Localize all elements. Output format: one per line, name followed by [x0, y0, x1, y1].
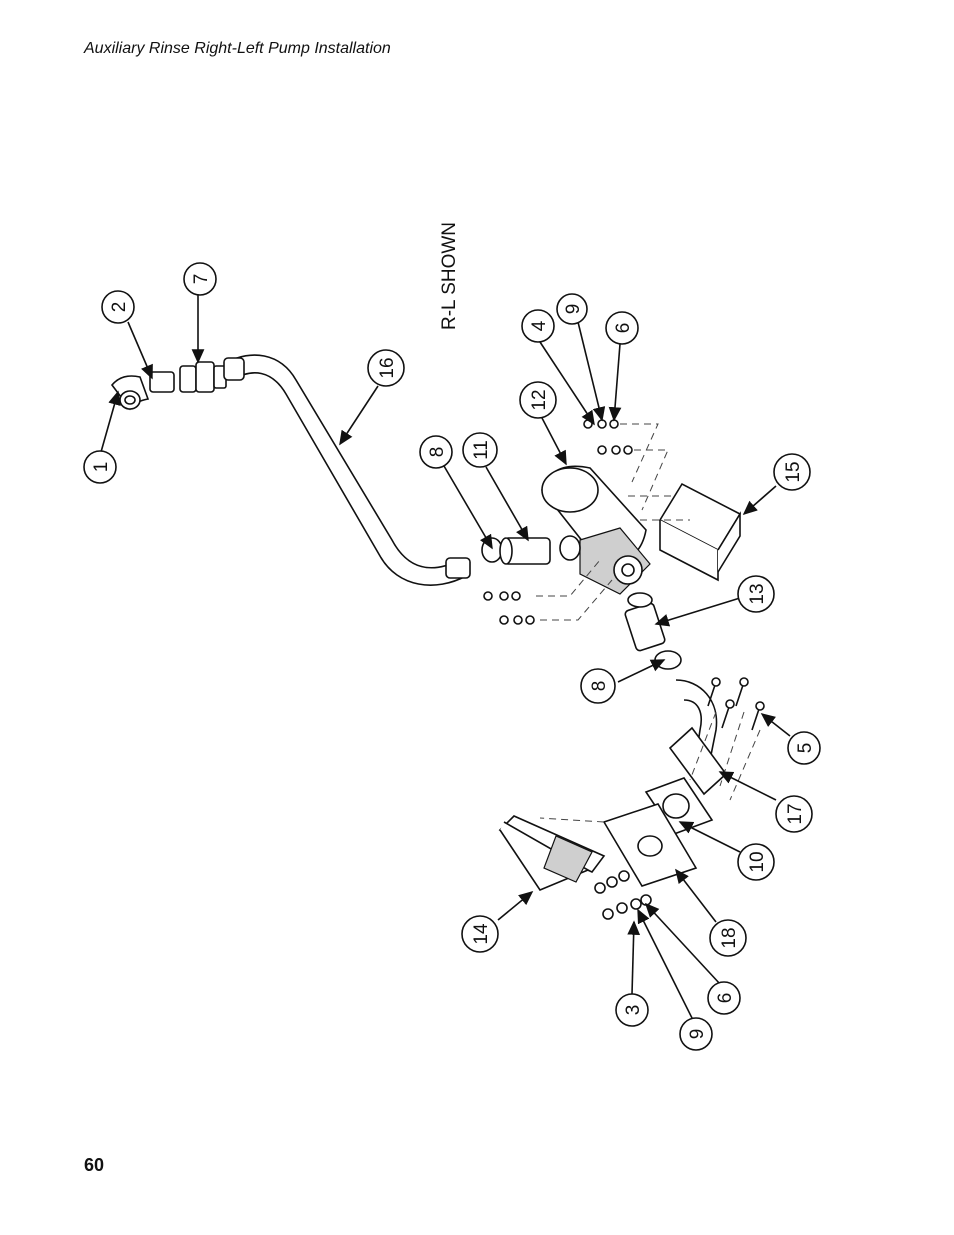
callout-label: 10	[747, 851, 768, 872]
part-nipple	[149, 371, 175, 393]
callout-label: 4	[529, 320, 550, 331]
callout-label: 14	[471, 923, 492, 945]
callout-label: 6	[715, 993, 736, 1004]
callout-label: 9	[687, 1029, 708, 1040]
callout-label: 3	[623, 1005, 644, 1016]
part-hose	[223, 354, 471, 586]
part-hose-clamp-upper	[481, 537, 503, 563]
callout-label: 15	[783, 461, 804, 482]
callout-circles	[83, 262, 821, 1051]
part-strainer-box	[498, 815, 606, 891]
part-suction-hose	[675, 679, 718, 771]
page-number: 60	[84, 1155, 105, 1175]
page-header-title: Auxiliary Rinse Right-Left Pump Installa…	[84, 40, 391, 57]
part-mounting-plate	[602, 803, 698, 887]
callout-label: 6	[613, 323, 634, 334]
callout-label: 17	[785, 803, 806, 824]
part-elbow	[110, 375, 150, 411]
part-pump-motor	[541, 465, 651, 595]
parts	[110, 354, 765, 920]
callout-label: 8	[427, 447, 448, 458]
callout-label: 11	[471, 440, 492, 460]
callout-label: 16	[377, 357, 398, 378]
callout-label: 1	[91, 462, 112, 473]
part-sleeve	[499, 537, 551, 565]
part-gasket	[644, 777, 714, 835]
callout-label: 7	[191, 274, 212, 285]
callout-label: 9	[563, 304, 584, 315]
part-hose-clamp-lower	[654, 650, 682, 670]
callout-label: 12	[529, 389, 550, 410]
callout-label: 13	[747, 583, 768, 604]
callout-label: 8	[589, 681, 610, 692]
callout-label: 18	[719, 927, 740, 948]
part-union	[179, 361, 227, 393]
callouts: 1 2 7 16 8 11 12 4 9 6 15 13 8 5 17 10 1…	[83, 262, 821, 1051]
part-nuts-washers	[483, 419, 652, 920]
callout-label: 5	[795, 743, 816, 754]
part-bolts	[707, 677, 765, 731]
part-motor-bracket	[658, 482, 742, 582]
callout-label: 2	[109, 302, 130, 313]
note-rl-shown: R-L SHOWN	[439, 222, 460, 330]
